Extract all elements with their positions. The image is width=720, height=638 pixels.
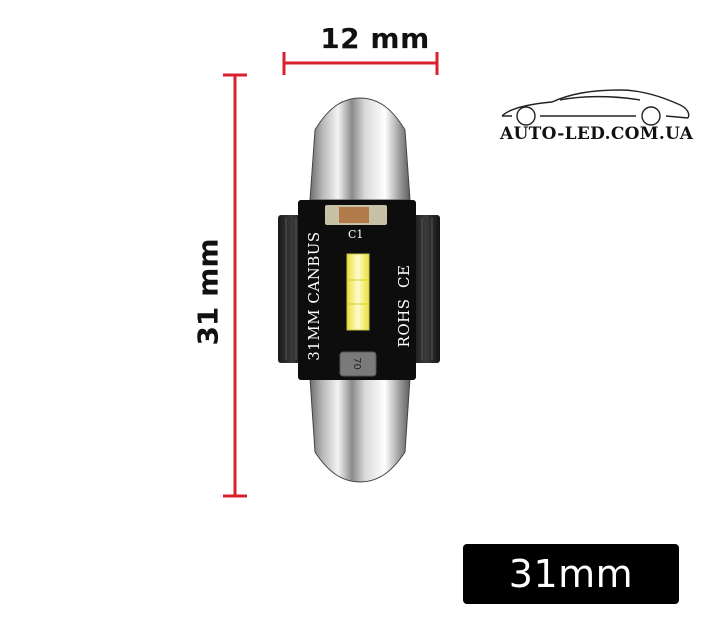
component-label: C1 xyxy=(348,228,364,241)
pcb-text-left: 31MM CANBUS xyxy=(305,231,323,361)
resistor-label: 70 xyxy=(350,357,362,370)
resistor-component xyxy=(339,351,377,377)
brand-logo-text: AUTO-LED.COM.UA xyxy=(500,124,694,144)
heatsink-right xyxy=(412,215,440,363)
width-dimension-label: 12 mm xyxy=(320,22,430,55)
bottom-metal-cap xyxy=(309,377,411,483)
pcb-text-right: ROHS CE xyxy=(395,264,413,348)
size-badge: 31mm xyxy=(463,544,679,604)
width-dimension-line xyxy=(282,52,439,75)
car-logo-icon xyxy=(501,89,690,126)
led-chip xyxy=(346,253,370,331)
length-dimension-label: 31 mm xyxy=(191,238,225,346)
top-metal-cap xyxy=(309,97,411,201)
size-badge-label: 31mm xyxy=(508,552,634,596)
festoon-bulb xyxy=(278,97,440,483)
length-dimension-line xyxy=(223,73,247,498)
